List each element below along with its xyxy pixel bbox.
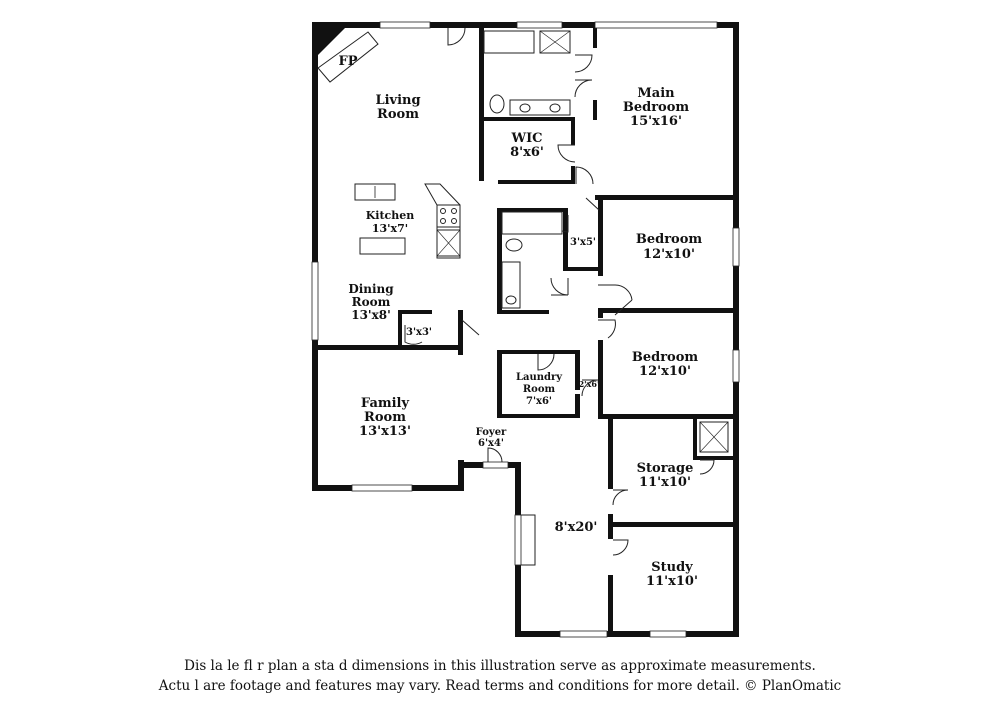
window-bedroom-a xyxy=(732,227,740,267)
dining-room-dim: 13'x8' xyxy=(351,308,391,322)
closet-3x5-label: 3'x5' xyxy=(570,237,596,248)
wic-label: WIC xyxy=(510,131,542,146)
window-main-bedroom xyxy=(594,21,718,29)
fixtures xyxy=(317,30,729,453)
vanity-main xyxy=(509,99,571,116)
hall-8x20-label: 8'x20' xyxy=(555,520,598,535)
fireplace-hearth xyxy=(317,31,379,83)
living-room-label-1: Living xyxy=(375,93,420,108)
living-room-label-2: Room xyxy=(377,107,419,122)
door-hall-pantry xyxy=(461,319,480,336)
door-bath-1 xyxy=(574,54,593,73)
bathtub-main xyxy=(483,30,535,54)
bedroom-b-dim: 12'x10' xyxy=(639,364,691,379)
door-wic xyxy=(557,144,576,163)
window-study xyxy=(649,630,687,638)
fp-label: FP xyxy=(338,54,357,69)
kitchen-label: Kitchen xyxy=(366,209,415,222)
interior-walls xyxy=(318,28,735,636)
door-main-2 xyxy=(585,197,600,211)
window-bath xyxy=(516,21,563,29)
fireplace-block xyxy=(318,28,345,55)
floor-plan: FP Living Room WIC 8'x6' Main Bedroom 15… xyxy=(311,21,740,638)
door-bath-2 xyxy=(574,79,593,98)
family-room-dim: 13'x13' xyxy=(359,424,411,439)
disclaimer: Dis la le fl r plan a sta d dimensions i… xyxy=(0,656,1000,696)
family-room-label-2: Room xyxy=(364,410,406,425)
door-bedroom-a xyxy=(598,284,633,301)
laundry-label-2: Room xyxy=(523,384,556,395)
main-bedroom-label-1: Main xyxy=(637,86,675,101)
door-study xyxy=(612,539,629,556)
room-labels: FP Living Room WIC 8'x6' Main Bedroom 15… xyxy=(338,54,702,589)
family-room-label-1: Family xyxy=(361,396,410,411)
laundry-dim: 7'x6' xyxy=(526,396,552,407)
main-bedroom-label-2: Bedroom xyxy=(623,100,690,115)
toilet-main xyxy=(489,94,505,114)
main-bedroom-dim: 15'x16' xyxy=(630,114,682,129)
door-storage xyxy=(612,489,629,506)
door-laundry xyxy=(537,353,555,371)
foyer-dim: 6'x4' xyxy=(478,438,504,449)
storage-label: Storage xyxy=(637,461,694,476)
door-storage-closet xyxy=(699,459,715,475)
kitchen-island xyxy=(359,237,406,255)
dining-room-label-1: Dining xyxy=(348,282,394,296)
foyer-label: Foyer xyxy=(476,427,507,438)
bedroom-a-label: Bedroom xyxy=(636,232,703,247)
door-closet-3x3 xyxy=(404,325,423,345)
door-main xyxy=(575,166,594,185)
vanity-hall xyxy=(501,261,521,309)
storage-dim: 11'x10' xyxy=(639,475,691,490)
windows xyxy=(311,21,740,638)
window-living-1 xyxy=(379,21,431,29)
disclaimer-line-1: Dis la le fl r plan a sta d dimensions i… xyxy=(184,658,816,674)
door-bedroom-a-b xyxy=(614,299,633,316)
window-foyer xyxy=(482,461,509,469)
door-hall-closet xyxy=(521,514,536,566)
window-bedroom-b xyxy=(732,349,740,383)
toilet-hall xyxy=(505,238,523,252)
bedroom-b-label: Bedroom xyxy=(632,350,699,365)
bedroom-a-dim: 12'x10' xyxy=(643,247,695,262)
bathtub-hall xyxy=(501,211,563,235)
window-dining xyxy=(311,261,319,341)
wic-dim: 8'x6' xyxy=(510,145,544,160)
door-hall-bath xyxy=(550,277,569,296)
closet-3x3-label: 3'x3' xyxy=(406,327,432,338)
door-closet-2x6 xyxy=(581,379,599,397)
closet-2x6-label: 2'x6' xyxy=(579,379,600,389)
range xyxy=(436,204,461,228)
door-living xyxy=(447,27,466,46)
laundry-label-1: Laundry xyxy=(516,372,563,383)
study-label: Study xyxy=(651,560,693,575)
window-hall-side xyxy=(514,514,522,566)
door-bedroom-b xyxy=(598,319,616,339)
door-foyer xyxy=(487,447,503,463)
window-hall xyxy=(559,630,608,638)
dining-room-label-2: Room xyxy=(352,295,391,309)
kitchen-dim: 13'x7' xyxy=(372,222,408,235)
disclaimer-line-2: Actu l are footage and features may vary… xyxy=(158,678,842,694)
window-family xyxy=(351,484,413,492)
study-dim: 11'x10' xyxy=(646,574,698,589)
